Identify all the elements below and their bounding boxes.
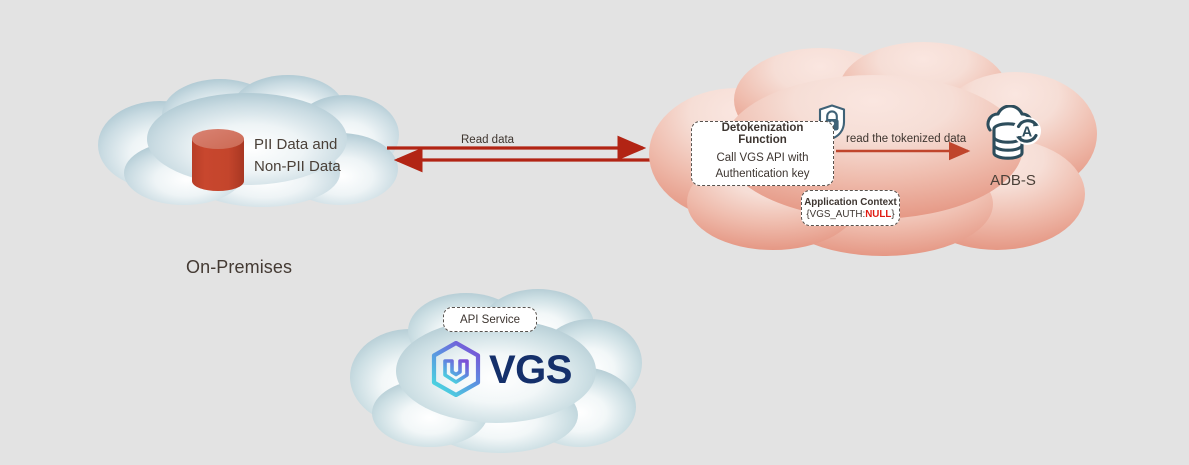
api-service-box[interactable]: API Service [443, 307, 537, 332]
detokenization-subtext: Call VGS API with Authentication key [716, 151, 810, 182]
detokenization-title: Detokenization Function [721, 122, 804, 147]
detokenization-function-box[interactable]: Detokenization Function Call VGS API wit… [691, 121, 834, 186]
adbs-label: ADB-S [990, 172, 1036, 189]
svg-text:A: A [1022, 125, 1033, 141]
application-context-value: {VGS_AUTH:NULL} [806, 209, 894, 220]
detokenization-sub-line1: Call VGS API with [716, 152, 809, 165]
database-label: PII Data and Non-PII Data [254, 134, 341, 178]
read-tokenized-data-arrow [836, 141, 971, 161]
database-cylinder-icon [190, 128, 246, 192]
app-context-prefix: {VGS_AUTH: [806, 208, 866, 220]
read-tokenized-data-label: read the tokenized data [846, 133, 967, 145]
read-data-label: Read data [461, 134, 515, 146]
app-context-null: NULL [865, 208, 892, 220]
app-context-suffix: } [891, 208, 895, 220]
database-label-line1: PII Data and [254, 136, 338, 153]
detokenization-sub-line2: Authentication key [715, 168, 810, 180]
on-premises-label: On-Premises [186, 257, 293, 277]
api-service-label: API Service [459, 313, 521, 326]
on-premises-cloud [92, 73, 402, 208]
database-label-line2: Non-PII Data [254, 157, 341, 175]
read-data-connector [387, 135, 653, 173]
application-context-title: Application Context [804, 196, 897, 208]
application-context-box[interactable]: Application Context {VGS_AUTH:NULL} [801, 190, 900, 226]
vgs-wordmark: VGS [489, 348, 572, 392]
vgs-hexagon-logo-icon [429, 340, 483, 398]
autonomous-database-cloud-icon: A [980, 104, 1046, 167]
vgs-cloud [348, 281, 642, 458]
